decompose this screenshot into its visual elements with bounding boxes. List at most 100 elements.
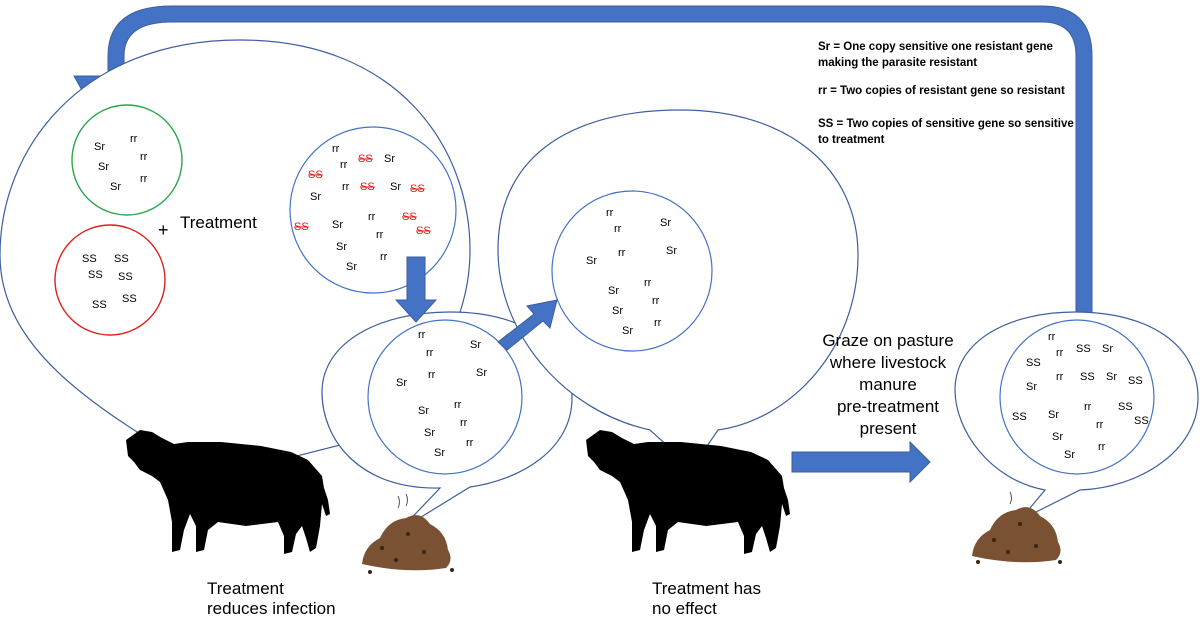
plus-sign: + — [158, 220, 169, 240]
genotype-rr: rr — [130, 133, 138, 145]
genotype-rr: rr — [418, 329, 426, 341]
circle-manure-population-1 — [367, 319, 523, 475]
graze-line2: where livestock — [829, 353, 947, 372]
genotype-rr: rr — [454, 399, 462, 411]
genotype-sr: Sr — [608, 285, 619, 297]
genotype-ss: SS — [1118, 401, 1133, 413]
genotype-ss: SS — [82, 253, 97, 265]
genotype-ss-killed: SS — [308, 169, 323, 181]
genotype-sr: Sr — [1106, 371, 1117, 383]
key-sr-line2: making the parasite resistant — [818, 57, 977, 69]
genotype-sr: Sr — [1064, 449, 1075, 461]
genotype-sr: Sr — [1048, 409, 1059, 421]
arrow-up-to-no-effect — [497, 299, 558, 351]
genotype-sr: Sr — [622, 325, 633, 337]
genotype-rr: rr — [140, 173, 148, 185]
genotype-ss: SS — [1012, 411, 1027, 423]
genotype-sr: Sr — [98, 161, 109, 173]
circle-resistant-survivors — [71, 104, 183, 216]
genotype-rr: rr — [1084, 401, 1092, 413]
circle-post-treatment-population — [551, 190, 713, 352]
genotype-sr: Sr — [434, 447, 445, 459]
genotype-ss-killed: SS — [402, 211, 417, 223]
genotype-sr: Sr — [390, 181, 401, 193]
genotype-sr: Sr — [476, 367, 487, 379]
genotype-ss-killed: SS — [416, 225, 431, 237]
manure-pile-1 — [362, 493, 454, 574]
genotype-sr: Sr — [336, 241, 347, 253]
cattle-silhouette-2 — [586, 430, 790, 554]
genotype-rr: rr — [1056, 347, 1064, 359]
graze-line5: present — [860, 419, 917, 438]
genotype-sr: Sr — [332, 219, 343, 231]
genotype-rr: rr — [460, 417, 468, 429]
graze-line1: Graze on pasture — [822, 331, 953, 350]
arrow-to-pasture — [791, 440, 931, 484]
genotype-rr: rr — [428, 369, 436, 381]
graze-line4: pre-treatment — [837, 397, 939, 416]
manure-pile-2 — [972, 491, 1062, 564]
genotype-sr: Sr — [110, 181, 121, 193]
genotype-sr: Sr — [346, 261, 357, 273]
key-ss-line2: to treatment — [818, 134, 885, 146]
genotype-sr: Sr — [1026, 381, 1037, 393]
key-rr-line: rr = Two copies of resistant gene so res… — [818, 85, 1065, 97]
genotype-ss: SS — [114, 253, 129, 265]
genotype-rr: rr — [1056, 371, 1064, 383]
graze-line3: manure — [859, 375, 917, 394]
genotype-ss-killed: SS — [358, 153, 373, 165]
treatment-label: Treatment — [180, 213, 257, 232]
genotype-sr: Sr — [396, 377, 407, 389]
genotype-sr: Sr — [384, 153, 395, 165]
genotype-ss-killed: SS — [410, 183, 425, 195]
genotype-rr: rr — [654, 317, 662, 329]
genotype-ss: SS — [122, 293, 137, 305]
cow2-caption-line1: Treatment has — [652, 579, 761, 598]
genotype-sr: Sr — [424, 427, 435, 439]
genotype-sr: Sr — [612, 305, 623, 317]
genotype-rr: rr — [652, 295, 660, 307]
genotype-sr: Sr — [418, 405, 429, 417]
cow1-caption-line2: reduces infection — [207, 599, 336, 618]
genotype-rr: rr — [618, 247, 626, 259]
genotype-rr: rr — [376, 229, 384, 241]
genotype-sr: Sr — [586, 255, 597, 267]
genotype-rr: rr — [1096, 419, 1104, 431]
genotype-rr: rr — [368, 211, 376, 223]
genotype-sr: Sr — [470, 339, 481, 351]
cow1-caption-line1: Treatment — [207, 579, 284, 598]
cow2-caption-line2: no effect — [652, 599, 717, 618]
genotype-sr: Sr — [310, 191, 321, 203]
genotype-sr: Sr — [94, 141, 105, 153]
genotype-rr: rr — [1098, 441, 1106, 453]
genotype-ss: SS — [1026, 357, 1041, 369]
genotype-rr: rr — [466, 437, 474, 449]
genotype-sr: Sr — [1102, 343, 1113, 355]
genotype-sr: Sr — [666, 245, 677, 257]
genotype-rr: rr — [332, 143, 340, 155]
genotype-rr: rr — [426, 347, 434, 359]
genotype-ss-killed: SS — [360, 181, 375, 193]
genotype-ss: SS — [92, 299, 107, 311]
arrow-down-to-manure — [394, 256, 438, 323]
genotype-rr: rr — [380, 251, 388, 263]
genotype-rr: rr — [606, 207, 614, 219]
genotype-rr: rr — [140, 151, 148, 163]
key-sr-line1: Sr = One copy sensitive one resistant ge… — [818, 41, 1053, 53]
genotype-sr: Sr — [660, 217, 671, 229]
circle-treated-population — [289, 126, 457, 294]
genotype-rr: rr — [614, 223, 622, 235]
genotype-ss: SS — [88, 269, 103, 281]
genotype-ss: SS — [118, 271, 133, 283]
genotype-rr: rr — [342, 181, 350, 193]
genotype-rr: rr — [1048, 331, 1056, 343]
genotype-ss-killed: SS — [294, 221, 309, 233]
genotype-ss: SS — [1080, 371, 1095, 383]
genotype-rr: rr — [644, 277, 652, 289]
genotype-rr: rr — [340, 159, 348, 171]
circle-sensitive-population — [54, 224, 166, 336]
circle-pasture-population — [999, 319, 1155, 475]
key-ss-line1: SS = Two copies of sensitive gene so sen… — [818, 118, 1074, 130]
genotype-sr: Sr — [1052, 431, 1063, 443]
